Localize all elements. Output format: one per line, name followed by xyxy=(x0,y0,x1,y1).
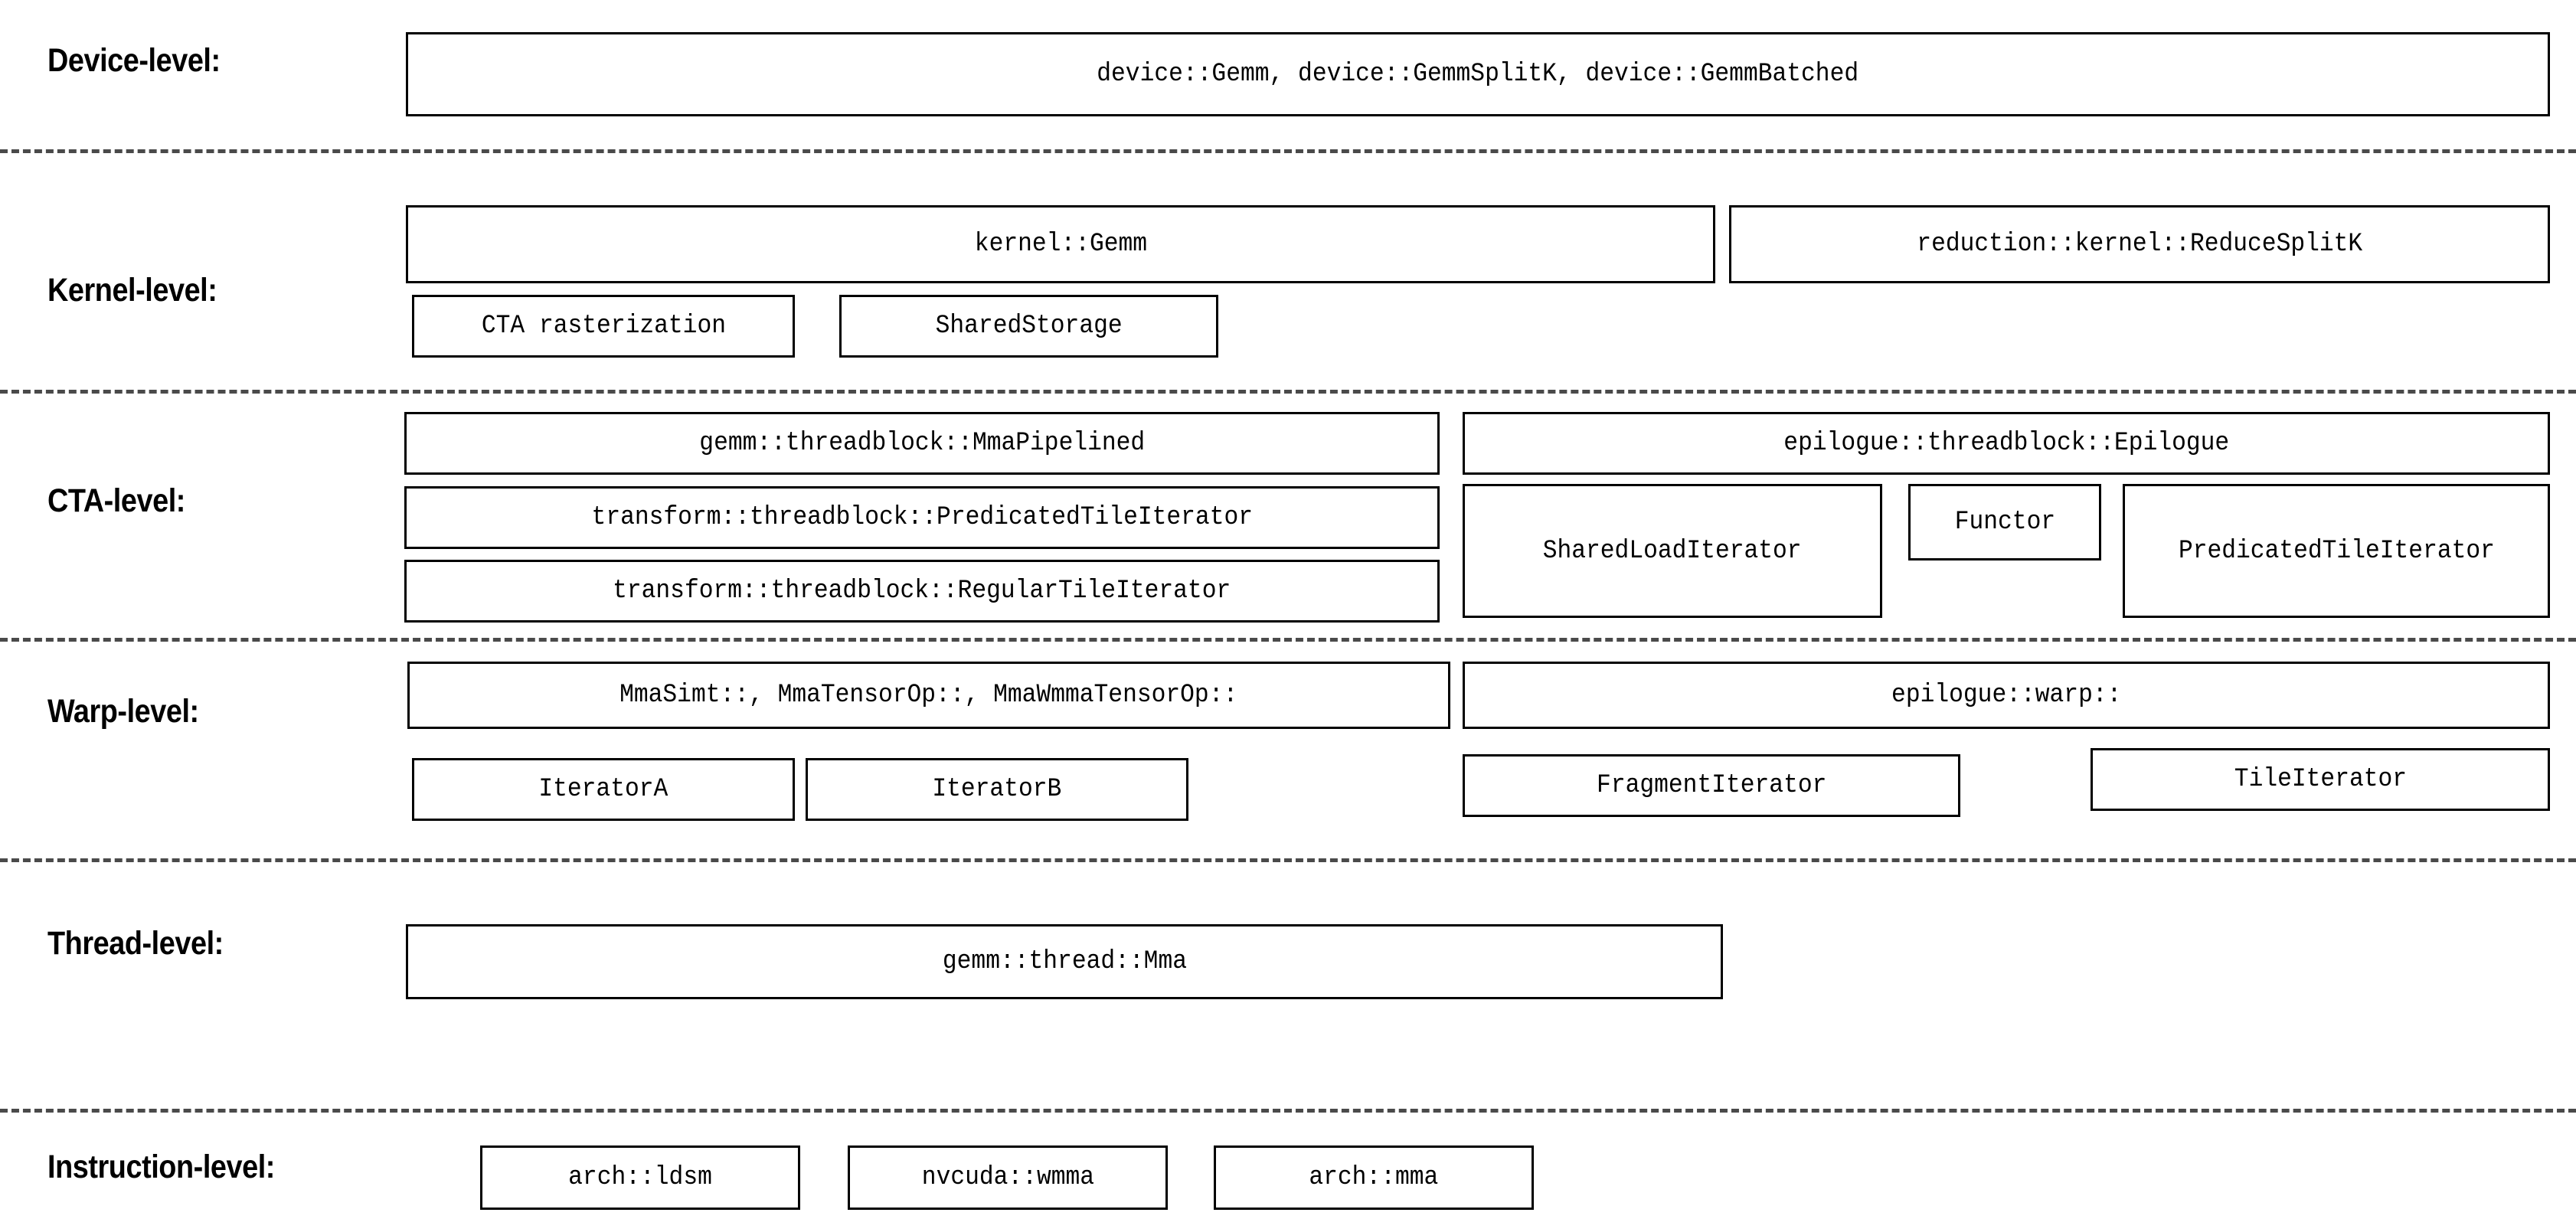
box-shared-load-iterator-label: SharedLoadIterator xyxy=(1543,536,1802,566)
separator-kernel-cta xyxy=(0,390,2576,394)
box-functor-label: Functor xyxy=(1954,508,2055,537)
box-epilogue-warp-label: epilogue::warp:: xyxy=(1891,681,2122,710)
box-mma-variants-label: MmaSimt::, MmaTensorOp::, MmaWmmaTensorO… xyxy=(619,681,1238,710)
level-label-warp: Warp-level: xyxy=(47,693,199,730)
box-transform-threadblock-predicatedtileiterator-label: transform::threadblock::PredicatedTileIt… xyxy=(591,503,1253,532)
box-tile-iterator: TileIterator xyxy=(2091,748,2550,811)
level-label-cta: CTA-level: xyxy=(47,482,185,519)
box-arch-mma-label: arch::mma xyxy=(1309,1163,1439,1192)
box-iterator-b: IteratorB xyxy=(806,758,1188,821)
box-cta-rasterization-label: CTA rasterization xyxy=(481,312,726,341)
box-gemm-threadblock-mmapipelined: gemm::threadblock::MmaPipelined xyxy=(404,412,1440,475)
box-nvcuda-wmma: nvcuda::wmma xyxy=(848,1145,1168,1210)
box-predicated-tile-iterator-label: PredicatedTileIterator xyxy=(2178,536,2495,566)
box-kernel-gemm-label: kernel::Gemm xyxy=(974,230,1147,259)
box-reduction-kernel-reducesplitk: reduction::kernel::ReduceSplitK xyxy=(1729,205,2550,283)
box-iterator-a-label: IteratorA xyxy=(538,775,669,804)
box-gemm-thread-mma: gemm::thread::Mma xyxy=(406,924,1723,999)
box-predicated-tile-iterator: PredicatedTileIterator xyxy=(2123,484,2550,618)
box-iterator-b-label: IteratorB xyxy=(932,775,1062,804)
box-reduction-kernel-reducesplitk-label: reduction::kernel::ReduceSplitK xyxy=(1917,230,2362,259)
box-gemm-threadblock-mmapipelined-label: gemm::threadblock::MmaPipelined xyxy=(699,429,1145,458)
box-transform-threadblock-regulartileiterator-label: transform::threadblock::RegularTileItera… xyxy=(613,577,1231,606)
level-label-thread: Thread-level: xyxy=(47,925,224,962)
box-epilogue-threadblock-epilogue: epilogue::threadblock::Epilogue xyxy=(1463,412,2550,475)
box-device-gemm-label: device::Gemm, device::GemmSplitK, device… xyxy=(1097,60,1859,89)
box-arch-ldsm: arch::ldsm xyxy=(480,1145,800,1210)
box-device-gemm: device::Gemm, device::GemmSplitK, device… xyxy=(406,32,2550,116)
box-tile-iterator-label: TileIterator xyxy=(2234,765,2407,794)
box-gemm-thread-mma-label: gemm::thread::Mma xyxy=(942,947,1187,976)
separator-thread-instruction xyxy=(0,1109,2576,1113)
separator-warp-thread xyxy=(0,858,2576,862)
separator-device-kernel xyxy=(0,149,2576,153)
level-label-device: Device-level: xyxy=(47,42,221,79)
box-epilogue-warp: epilogue::warp:: xyxy=(1463,662,2550,729)
box-epilogue-threadblock-epilogue-label: epilogue::threadblock::Epilogue xyxy=(1783,429,2229,458)
box-iterator-a: IteratorA xyxy=(412,758,795,821)
box-cta-rasterization: CTA rasterization xyxy=(412,295,795,358)
level-label-instruction: Instruction-level: xyxy=(47,1149,275,1185)
box-transform-threadblock-regulartileiterator: transform::threadblock::RegularTileItera… xyxy=(404,560,1440,623)
box-shared-storage: SharedStorage xyxy=(839,295,1218,358)
box-nvcuda-wmma-label: nvcuda::wmma xyxy=(921,1163,1094,1192)
box-shared-storage-label: SharedStorage xyxy=(935,312,1123,341)
box-transform-threadblock-predicatedtileiterator: transform::threadblock::PredicatedTileIt… xyxy=(404,486,1440,549)
box-functor: Functor xyxy=(1908,484,2101,560)
box-arch-mma: arch::mma xyxy=(1214,1145,1534,1210)
separator-cta-warp xyxy=(0,638,2576,642)
box-shared-load-iterator: SharedLoadIterator xyxy=(1463,484,1882,618)
box-kernel-gemm: kernel::Gemm xyxy=(406,205,1715,283)
box-fragment-iterator: FragmentIterator xyxy=(1463,754,1960,817)
level-label-kernel: Kernel-level: xyxy=(47,272,217,309)
box-arch-ldsm-label: arch::ldsm xyxy=(568,1163,712,1192)
box-mma-variants: MmaSimt::, MmaTensorOp::, MmaWmmaTensorO… xyxy=(407,662,1450,729)
box-fragment-iterator-label: FragmentIterator xyxy=(1596,771,1827,800)
